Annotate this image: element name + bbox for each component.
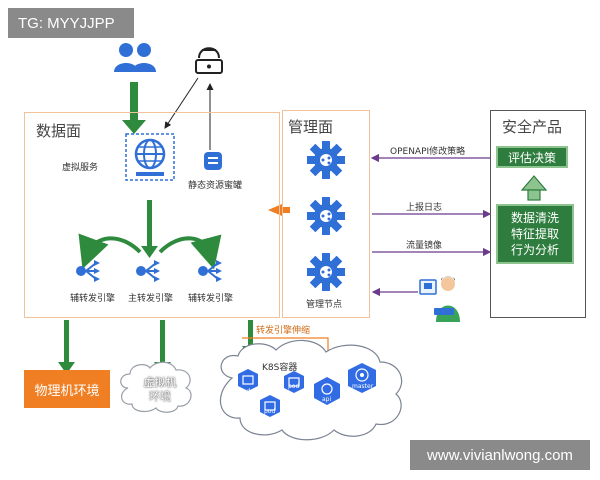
analysis-line-2: 特征提取 <box>510 227 559 241</box>
physical-env-box: 物理机环境 <box>24 370 110 408</box>
mgmt-plane-title: 管理面 <box>288 118 334 136</box>
vm-cloud <box>120 361 192 413</box>
pod-label-2: pod <box>288 383 300 390</box>
engine-label-main: 主转发引擎 <box>128 294 174 304</box>
mgmt-node-label: 管理节点 <box>306 300 343 310</box>
security-panel <box>490 110 586 318</box>
engine-label-right: 辅转发引擎 <box>188 294 234 304</box>
report-log-flow-label: 上报日志 <box>406 203 443 213</box>
k8s-icon <box>260 395 280 417</box>
database-icon <box>204 152 222 170</box>
users-to-data-arrow-head <box>122 120 146 134</box>
k8s-icon <box>314 377 340 405</box>
main-to-left-engine-arrow <box>78 233 142 270</box>
person-icon <box>419 276 460 322</box>
gear-icon <box>307 141 345 179</box>
vm-env-label: 虚拟机 环境 <box>138 376 182 404</box>
engine-scaling-label: 转发引擎伸缩 <box>256 326 311 336</box>
hacker-icon <box>195 47 223 74</box>
globe-icon <box>125 133 175 181</box>
mgmt-plane-panel <box>282 110 370 318</box>
virtual-service-label: 虚拟服务 <box>62 163 99 173</box>
data-plane-panel <box>24 112 280 318</box>
gear-icon <box>307 253 345 291</box>
hacker-to-service-line <box>164 77 199 129</box>
k8s-icon <box>238 369 258 391</box>
k8s-icon <box>284 371 304 393</box>
security-title: 安全产品 <box>502 118 563 136</box>
analysis-box: 数据清洗 特征提取 行为分析 <box>496 204 574 264</box>
decision-box: 评估决策 <box>496 146 568 168</box>
analysis-line-3: 行为分析 <box>510 243 559 257</box>
pod-label-3: pod <box>264 408 276 415</box>
router-icon <box>136 260 160 282</box>
master-label: master <box>352 383 374 390</box>
openapi-flow-label: OPENAPI修改策略 <box>390 147 466 157</box>
users-to-data-arrow-shaft <box>130 82 138 122</box>
vm-env-label-line-1: 虚拟机 <box>143 376 177 389</box>
api-label: api <box>322 396 332 403</box>
analysis-line-1: 数据清洗 <box>510 211 559 225</box>
main-to-right-engine-arrow <box>158 234 222 270</box>
static-honeypot-label: 静态资源蜜罐 <box>188 181 243 191</box>
watermark-top-left: TG: MYYJJPP <box>8 8 134 38</box>
users-icon <box>114 43 156 72</box>
watermark-bottom-right: www.vivianlwong.com <box>410 440 590 470</box>
router-icon <box>76 260 100 282</box>
k8s-label: K8S容器 <box>262 363 298 373</box>
traffic-mirror-flow-label: 流量镜像 <box>406 241 443 251</box>
pod-label-1: pod <box>239 388 251 395</box>
mgmt-to-data-arrow <box>268 204 282 216</box>
data-plane-title: 数据面 <box>36 122 82 140</box>
engine-label-left: 辅转发引擎 <box>70 294 116 304</box>
router-icon <box>198 260 222 282</box>
k8s-cloud <box>219 339 403 441</box>
vm-env-label-line-2: 环境 <box>149 390 171 403</box>
gear-icon <box>307 197 345 235</box>
k8s-icon <box>348 363 376 393</box>
